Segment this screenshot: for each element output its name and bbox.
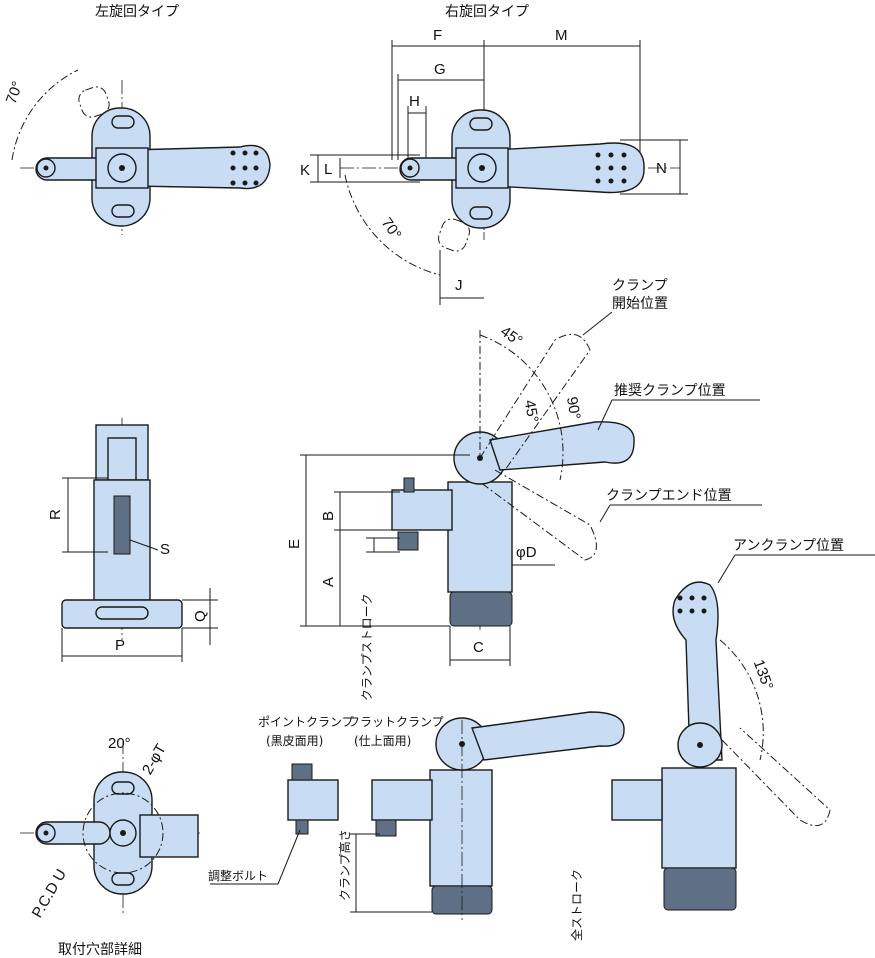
- angle-20: 20°: [108, 735, 131, 752]
- dim-M: M: [555, 27, 568, 44]
- right-rotation-title: 右旋回タイプ: [445, 4, 529, 20]
- dim-S: S: [160, 541, 170, 558]
- angle-70-left: 70°: [3, 79, 27, 106]
- clamp-type-view: ポイントクランプ (黒皮面用) フラットクランプ (仕上面用) 調整ボルト クラ…: [208, 711, 625, 920]
- label-clamp-stroke: クランプストローク: [360, 593, 374, 701]
- label-full-stroke: 全ストローク: [569, 869, 584, 941]
- label-recommended-clamp: 推奨クランプ位置: [614, 383, 726, 399]
- label-point-clamp-1: ポイントクランプ: [258, 715, 354, 729]
- dim-T: 2-φT: [139, 741, 170, 777]
- dim-B: B: [320, 511, 337, 521]
- dim-F: F: [433, 27, 442, 44]
- label-flat-clamp-1: フラットクランプ: [348, 715, 444, 729]
- label-clamp-start-1: クランプ: [612, 278, 668, 294]
- dim-H: H: [409, 93, 420, 110]
- label-clamp-height: クランプ高さ: [337, 829, 352, 901]
- angle-135: 135°: [750, 657, 777, 692]
- label-clamp-end: クランプエンド位置: [606, 488, 732, 504]
- label-unclamp: アンクランプ位置: [733, 538, 844, 554]
- dim-C: C: [473, 639, 484, 656]
- dim-PCD: P.C.D U: [29, 866, 70, 920]
- front-view: 45° 45° 90° クランプ 開始位置 推奨クランプ位置 クランプエンド位置…: [286, 278, 762, 701]
- angle-45-mid: 45°: [521, 399, 542, 424]
- mount-hole-detail: 20° 2-φT P.C.D U 取付穴部詳細: [20, 735, 200, 958]
- unclamp-view: アンクランプ位置 135° 全ストローク: [569, 538, 875, 941]
- label-flat-clamp-2: (仕上面用): [354, 734, 411, 748]
- side-view: R S P Q: [47, 418, 218, 662]
- dim-A: A: [320, 577, 337, 587]
- label-clamp-start-2: 開始位置: [612, 296, 668, 312]
- dim-P: P: [115, 637, 125, 654]
- angle-90: 90°: [563, 396, 584, 421]
- angle-45-top: 45°: [497, 323, 525, 350]
- right-rotation-view: 右旋回タイプ F M G H K L N J 70°: [300, 4, 688, 305]
- mount-hole-title: 取付穴部詳細: [58, 942, 142, 958]
- dim-D: φD: [516, 544, 537, 561]
- left-rotation-title: 左旋回タイプ: [95, 4, 179, 20]
- angle-70-right: 70°: [378, 215, 405, 243]
- dim-R: R: [47, 509, 64, 520]
- label-adjust-bolt: 調整ボルト: [208, 868, 268, 883]
- dim-Q: Q: [192, 610, 209, 622]
- dim-E: E: [286, 539, 303, 549]
- dim-J: J: [455, 277, 463, 294]
- dim-N: N: [656, 160, 667, 177]
- dim-L: L: [324, 161, 332, 178]
- left-rotation-view: 左旋回タイプ 70°: [3, 4, 271, 235]
- dim-G: G: [434, 61, 446, 78]
- label-point-clamp-2: (黒皮面用): [266, 734, 323, 748]
- dim-K: K: [300, 162, 310, 179]
